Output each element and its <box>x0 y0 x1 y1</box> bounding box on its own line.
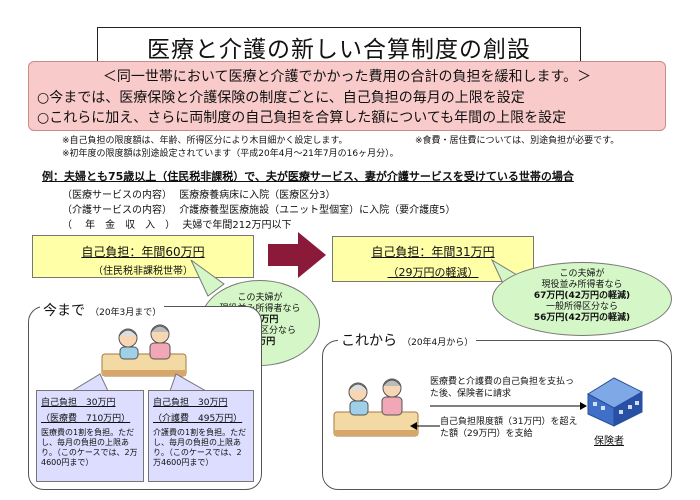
before-total-box: 自己負担：年間60万円 （住民税非課税世帯） <box>32 235 254 278</box>
elderly-couple-illustration-icon <box>101 324 187 377</box>
medical-cost-sub: （医療費 710万円） <box>41 414 131 424</box>
after-total-reduction: （29万円の軽減） <box>387 266 479 279</box>
page-title: 医療と介護の新しい合算制度の創設 <box>97 27 581 66</box>
after-total-amount: 自己負担：年間31万円 <box>371 245 495 259</box>
summary-box: ＜同一世帯において医療と介護でかかった費用の合計の負担を緩和します。＞ ○今まで… <box>28 61 666 131</box>
example-row-1-value: 医療療養病床に入院（医療区分3） <box>179 190 336 201</box>
before-total-amount: 自己負担：年間60万円 <box>81 245 205 259</box>
bubble-after-l2: 現役並み所得者なら <box>541 280 623 290</box>
flow-arrow-right-icon <box>430 402 587 410</box>
medical-cost-text: 医療費の1割を負担。ただし、毎月の負担の上限あり。（このケースでは、2万4600… <box>41 428 138 467</box>
example-row-3: （ 年 金 収 入 ） 夫婦で年間212万円以下 <box>62 216 291 231</box>
transition-arrow-icon <box>268 232 326 278</box>
example-row-3-value: 夫婦で年間212万円以下 <box>182 220 292 231</box>
med-bubble-tail <box>70 373 109 392</box>
bubble-after-l5: 56万円(42万円の軽減) <box>533 313 631 323</box>
example-row-2-value: 介護療養型医療施設（ユニット型個室）に入院（要介護度5） <box>179 205 456 216</box>
note-food: ※食費・居住費については、別途負担が必要です。 <box>415 136 620 146</box>
example-heading: 例：夫婦とも75歳以上（住民税非課税）で、夫が医療サービス、妻が介護サービスを受… <box>42 170 574 183</box>
care-cost-box: 自己負担 30万円 （介護費 495万円） 介護費の1割を負担。ただし、毎月の負… <box>148 390 254 482</box>
bubble-before-tail <box>190 259 225 297</box>
example-row-2-label: （介護サービスの内容） <box>62 205 172 216</box>
example-row-3-label: （ 年 金 収 入 ） <box>62 220 176 231</box>
future-section-heading: これから （20年4月から） <box>338 330 477 350</box>
example-row-2: （介護サービスの内容） 介護療養型医療施設（ユニット型個室）に入院（要介護度5） <box>62 201 456 216</box>
medical-cost-title: 自己負担 30万円 <box>41 398 116 408</box>
summary-line-1: ○今までは、医療保険と介護保険の制度ごとに、自己負担の毎月の上限を設定 <box>37 90 525 106</box>
future-date: （20年4月から） <box>402 338 474 348</box>
now-label: 今まで <box>43 303 85 319</box>
care-cost-title: 自己負担 30万円 <box>153 398 228 408</box>
insurer-building-icon <box>586 377 644 427</box>
now-section-heading: 今まで （20年3月まで） <box>40 300 165 320</box>
future-label: これから <box>341 333 397 349</box>
elderly-couple-future-illustration-icon <box>333 378 419 437</box>
example-row-1-label: （医療サービスの内容） <box>62 190 172 201</box>
bubble-after-l4: 一般所得区分なら <box>545 302 618 312</box>
bubble-after-l3: 67万円(42万円の軽減) <box>533 291 631 301</box>
insurer-label: 保険者 <box>594 436 624 447</box>
example-row-1: （医療サービスの内容） 医療療養病床に入院（医療区分3） <box>62 186 336 201</box>
care-cost-text: 介護費の1割を負担。ただし、毎月の負担の上限あり。（このケースでは、2万4600… <box>153 428 247 467</box>
bubble-before-l2: 現役並み所得者なら <box>219 304 301 314</box>
bubble-after: この夫婦が 現役並み所得者なら 67万円(42万円の軽減) 一般所得区分なら 5… <box>492 262 672 336</box>
bubble-after-l1: この夫婦が <box>559 269 605 279</box>
bubble-before-l1: この夫婦が <box>237 293 283 303</box>
flow-arrow-left-icon <box>410 422 440 430</box>
care-cost-sub: （介護費 495万円） <box>153 414 243 424</box>
note-first-year: ※初年度の限度額は別途設定されています（平成20年4月～21年7月の16ヶ月分）… <box>62 149 399 159</box>
before-total-note: （住民税非課税世帯） <box>93 266 193 277</box>
now-date: （20年3月まで） <box>90 308 162 318</box>
medical-cost-box: 自己負担 30万円 （医療費 710万円） 医療費の1割を負担。ただし、毎月の負… <box>36 390 144 482</box>
flow-payment-text: 自己負担限度額（31万円）を超えた額（29万円）を支給 <box>440 417 578 439</box>
care-bubble-tail <box>169 373 208 392</box>
flow-claim-text: 医療費と介護費の自己負担を支払った後、保険者に請求 <box>430 377 575 399</box>
summary-line-2: ○これらに加え、さらに両制度の自己負担を合算した額についても年間の上限を設定 <box>37 110 567 126</box>
summary-headline: ＜同一世帯において医療と介護でかかった費用の合計の負担を緩和します。＞ <box>102 69 592 85</box>
note-limit: ※自己負担の限度額は、年齢、所得区分により木目細かく設定します。 <box>62 136 348 146</box>
